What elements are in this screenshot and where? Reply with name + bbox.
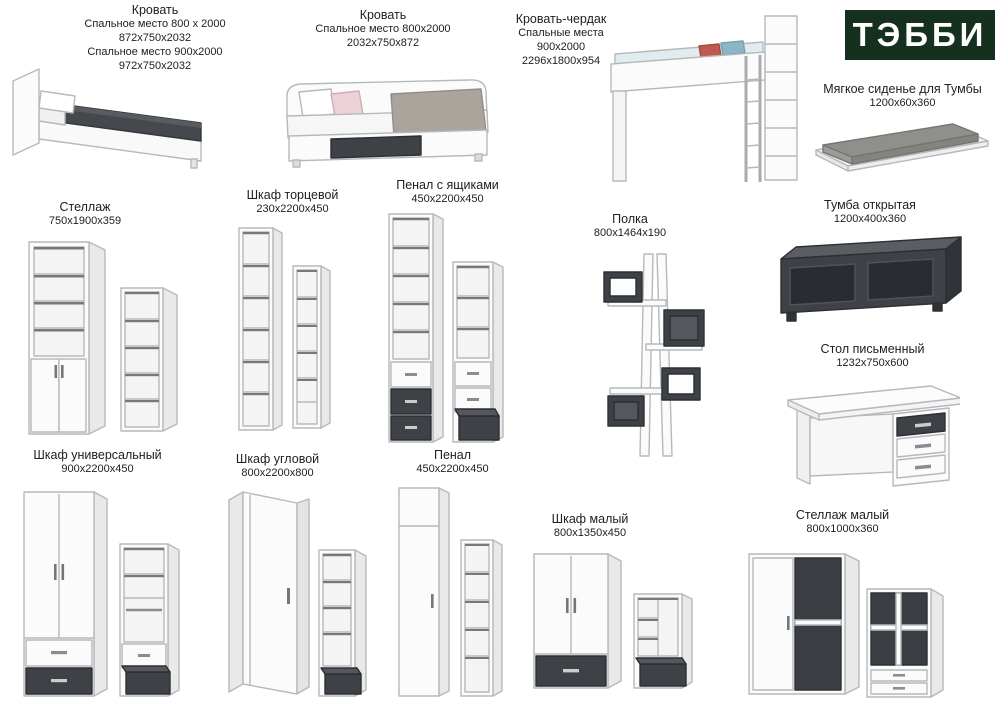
product-label: Пенал с ящиками 450х2200х450 — [385, 178, 510, 207]
product-label: Кровать Спальное место 800х2000 2032х750… — [278, 8, 488, 51]
product-dim: 2296х1800х954 — [521, 54, 601, 67]
brand-logo: ТЭББИ — [845, 10, 995, 60]
product-dim: 800х1350х450 — [553, 527, 627, 540]
product-dim: 1200х60х360 — [869, 97, 936, 110]
product-label: Тумба открытая 1200х400х360 — [790, 198, 950, 227]
product-label: Стеллаж малый 800х1000х360 — [755, 508, 930, 537]
product-dim: 800х2200х800 — [241, 467, 314, 480]
product-card-tall-cabinet: Пенал 450х2200х450 — [395, 448, 510, 704]
wall-shelf-image — [603, 253, 705, 457]
open-sideboard-image — [780, 236, 962, 322]
product-label: Шкаф универсальный 900х2200х450 — [20, 448, 175, 477]
product-title: Тумба открытая — [824, 198, 916, 212]
bed-day-image — [286, 79, 489, 168]
product-dim: 872х750х2032 — [118, 32, 192, 44]
tall-cabinet-drawers-image — [388, 213, 504, 443]
wardrobe-small-image — [533, 553, 693, 689]
bed-loft-image — [610, 15, 798, 182]
end-cabinet-image — [238, 227, 331, 431]
product-title: Кровать — [359, 8, 407, 22]
bed-single-image — [12, 68, 202, 169]
product-card-end-cabinet: Шкаф торцевой 230х2200х450 — [235, 188, 350, 438]
product-label: Кровать Спальное место 800 х 2000 872х75… — [55, 3, 255, 73]
product-dim: 2032х750х872 — [346, 37, 420, 49]
product-dim: 900х2200х450 — [61, 463, 134, 476]
product-card-bed-single: Кровать Спальное место 800 х 2000 872х75… — [5, 3, 250, 175]
product-title: Кровать — [131, 3, 179, 17]
product-dim: Спальные места — [518, 27, 604, 40]
product-dim: 972х750х2032 — [118, 59, 192, 72]
product-title: Шкаф универсальный — [33, 448, 162, 462]
product-title: Кровать-чердак — [515, 12, 607, 26]
product-label: Стол письменный 1232х750х600 — [790, 342, 955, 371]
tall-cabinet-image — [398, 487, 503, 697]
product-dim: 1200х400х360 — [833, 213, 907, 226]
product-label: Кровать-чердак Спальные места 900х2000 2… — [505, 12, 617, 69]
product-dim: 230х2200х450 — [256, 203, 329, 216]
product-card-shelving: Стеллаж 750х1900х359 — [25, 200, 185, 442]
product-title: Стеллаж — [59, 200, 111, 214]
desk-image — [787, 385, 960, 487]
shelving-small-image — [748, 553, 944, 698]
product-dim: 900х2000 — [536, 41, 586, 53]
product-card-wardrobe-small: Шкаф малый 800х1350х450 — [525, 512, 695, 704]
product-card-soft-seat: Мягкое сиденье для Тумбы 1200х60х360 — [810, 82, 995, 178]
product-dim: 800х1464х190 — [593, 227, 667, 240]
product-title: Полка — [612, 212, 648, 226]
product-dim: 1232х750х600 — [836, 357, 909, 370]
product-label: Мягкое сиденье для Тумбы 1200х60х360 — [810, 82, 995, 111]
product-title: Стол письменный — [820, 342, 925, 356]
product-card-wardrobe-corner: Шкаф угловой 800х2200х800 — [215, 452, 375, 704]
product-label: Шкаф угловой 800х2200х800 — [215, 452, 340, 481]
product-card-wall-shelf: Полка 800х1464х190 — [570, 212, 705, 462]
product-dim: Спальное место 900х2000 — [87, 45, 223, 58]
product-title: Стеллаж малый — [795, 508, 890, 522]
product-title: Мягкое сиденье для Тумбы — [823, 82, 982, 96]
product-card-tall-cabinet-drawers: Пенал с ящиками 450х2200х450 — [385, 178, 510, 443]
product-card-bed-day: Кровать Спальное место 800х2000 2032х750… — [268, 8, 510, 178]
product-card-desk: Стол письменный 1232х750х600 — [780, 342, 965, 494]
product-label: Шкаф малый 800х1350х450 — [525, 512, 655, 541]
product-dim: 750х1900х359 — [48, 215, 122, 228]
product-card-bed-loft: Кровать-чердак Спальные места 900х2000 2… — [505, 8, 805, 190]
product-dim: 450х2200х450 — [411, 193, 484, 206]
product-dim: Спальное место 800 х 2000 — [84, 18, 226, 31]
product-title: Шкаф торцевой — [246, 188, 339, 202]
product-label: Полка 800х1464х190 — [570, 212, 690, 241]
product-title: Пенал с ящиками — [396, 178, 499, 192]
wardrobe-universal-image — [23, 491, 180, 697]
product-label: Пенал 450х2200х450 — [395, 448, 510, 477]
product-title: Шкаф угловой — [235, 452, 320, 466]
product-title: Шкаф малый — [551, 512, 629, 526]
shelving-image — [28, 241, 178, 435]
product-dim: 450х2200х450 — [416, 463, 489, 476]
product-card-open-sideboard: Тумба открытая 1200х400х360 — [770, 198, 965, 330]
soft-seat-image — [815, 123, 989, 172]
product-dim: 800х1000х360 — [806, 523, 879, 536]
wardrobe-corner-image — [228, 491, 367, 697]
product-card-wardrobe-universal: Шкаф универсальный 900х2200х450 — [20, 448, 185, 706]
product-label: Шкаф торцевой 230х2200х450 — [235, 188, 350, 217]
product-dim: Спальное место 800х2000 — [315, 23, 451, 36]
product-card-shelving-small: Стеллаж малый 800х1000х360 — [740, 508, 945, 704]
product-label: Стеллаж 750х1900х359 — [25, 200, 145, 229]
product-title: Пенал — [433, 448, 472, 462]
